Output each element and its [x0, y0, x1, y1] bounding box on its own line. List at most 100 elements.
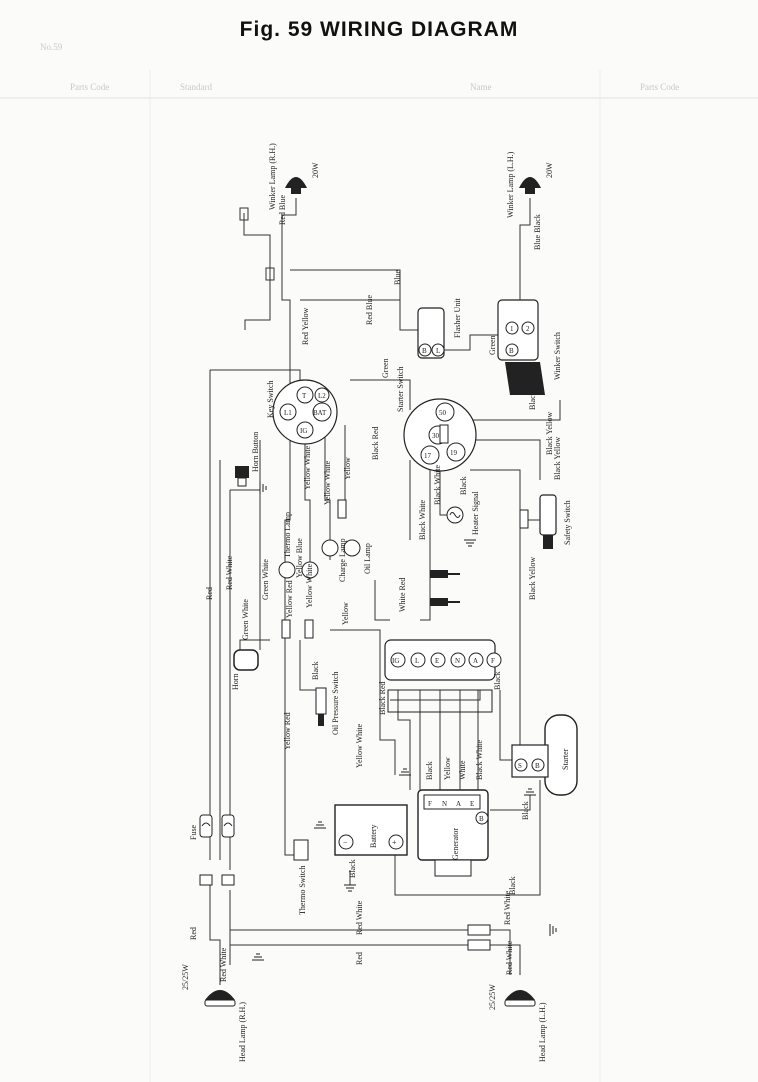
wire-label: Black White: [418, 499, 427, 540]
connector-pin-n: N: [455, 657, 460, 665]
starter-switch-label: Starter Switch: [396, 366, 405, 412]
key-terminal-l2: L2: [318, 392, 326, 400]
wire-label: Green White: [241, 599, 250, 640]
wire-label: Yellow Red: [283, 712, 292, 750]
ghost-col-parts-code-2: Parts Code: [640, 82, 679, 92]
battery-label: Battery: [369, 824, 378, 848]
ground-symbols: [252, 482, 557, 961]
indicator-lamps: Thermo Lamp Charge Lamp Oil Lamp: [278, 512, 372, 582]
wire-label: Black: [521, 801, 530, 820]
winker-lamp-rh-watt: 20W: [311, 162, 320, 178]
wire-label: Red White: [355, 900, 364, 935]
main-connector: IG L E N A F: [384, 639, 502, 681]
starter-terminal-19: 19: [450, 449, 458, 457]
key-terminal-bat: BAT: [313, 409, 327, 417]
winker-lamp-rh-label: Winker Lamp (R.H.): [268, 143, 277, 210]
connector-pin-ig: IG: [392, 657, 399, 665]
gen-pin-e: E: [470, 800, 474, 808]
key-terminal-ig: IG: [300, 427, 307, 435]
wire-harness: [209, 198, 561, 985]
wire-label: Black Yellow: [545, 412, 554, 455]
wire-label: Blue Black: [533, 214, 542, 250]
ghost-page-number: No.59: [40, 42, 63, 52]
inline-connectors: [199, 424, 529, 951]
oil-pressure-switch: Oil Pressure Switch: [315, 671, 340, 735]
key-terminal-t: T: [302, 392, 307, 400]
wire-label: Red White: [505, 940, 514, 975]
head-lamp-rh-label: Head Lamp (R.H.): [238, 1002, 247, 1062]
ghost-col-standard: Standard: [180, 82, 212, 92]
wire-label: Black Red: [378, 681, 387, 715]
wire-label: Black: [425, 761, 434, 780]
wire-label: Black: [493, 671, 502, 690]
winker-lamp-lh: Winker Lamp (L.H.) 20W: [506, 151, 554, 218]
gen-pin-n: N: [442, 800, 447, 808]
winker-terminal-b: B: [509, 347, 514, 355]
wire-label: Blue: [393, 269, 402, 285]
connector-pin-f: F: [491, 657, 495, 665]
flasher-terminal-b: B: [422, 347, 427, 355]
winker-switch: 1 2 B Winker Switch: [497, 299, 562, 395]
battery-terminal-plus: +: [392, 838, 397, 847]
wire-label: Black Yellow: [553, 437, 562, 480]
wire-label: Yellow White: [305, 563, 314, 608]
wire-label: Yellow Red: [285, 580, 294, 618]
wire-label: Red Blue: [365, 295, 374, 325]
horn-button: Horn Button: [235, 432, 260, 487]
wire-label: Red: [355, 952, 364, 965]
horn-button-label: Horn Button: [251, 432, 260, 472]
wire-label: Red Blue: [278, 195, 287, 225]
wire-label: Red White: [503, 890, 512, 925]
oil-lamp-label: Oil Lamp: [363, 543, 372, 574]
ghost-col-parts-code: Parts Code: [70, 82, 109, 92]
winker-terminal-1: 1: [510, 325, 514, 333]
head-lamp-lh-label: Head Lamp (L.H.): [538, 1002, 547, 1062]
starter-terminal-30: 30: [432, 432, 440, 440]
starter-terminal-b: B: [535, 762, 540, 770]
charge-lamp-label: Charge Lamp: [338, 538, 347, 582]
winker-switch-label: Winker Switch: [553, 332, 562, 380]
connector-pin-e: E: [435, 657, 439, 665]
key-switch: T L1 BAT IG L2 Key Switch: [266, 379, 338, 445]
connector-pin-l: L: [415, 657, 419, 665]
key-terminal-l1: L1: [284, 409, 292, 417]
starter-motor: S B Starter: [511, 714, 578, 796]
horn: Horn: [231, 649, 259, 690]
wire-label: Green: [381, 358, 390, 378]
generator: F N A E B Generator: [417, 789, 489, 877]
wire-label: Black White: [433, 464, 442, 505]
wire-label: Black Yellow: [528, 367, 537, 410]
battery: − + Battery: [334, 804, 408, 856]
winker-lamp-lh-label: Winker Lamp (L.H.): [506, 151, 515, 218]
heater-signal-label: Heater Signal: [471, 490, 480, 535]
starter-terminal-50: 50: [439, 409, 447, 417]
heater-signal: Heater Signal: [446, 490, 480, 535]
fuse: Fuse: [189, 814, 235, 840]
thermo-lamp-label: Thermo Lamp: [283, 512, 292, 558]
connector-rh-winker: [239, 207, 275, 281]
thermo-switch-label: Thermo Switch: [298, 865, 307, 915]
wire-label: Black: [348, 859, 357, 878]
wire-label: Green: [488, 335, 497, 355]
connector-pin-a: A: [473, 657, 478, 665]
wire-label: Red: [205, 587, 214, 600]
horn-label: Horn: [231, 674, 240, 690]
winker-terminal-2: 2: [526, 325, 530, 333]
wire-label: Red White: [225, 555, 234, 590]
head-lamp-rh-watt: 25/25W: [181, 964, 190, 990]
starter-terminal-s: S: [518, 762, 522, 770]
gen-pin-f: F: [428, 800, 432, 808]
ghost-col-name: Name: [470, 82, 492, 92]
flasher-unit-label: Flasher Unit: [453, 297, 462, 338]
thermo-switch: Thermo Switch: [293, 839, 309, 915]
wire-label: Black Red: [371, 426, 380, 460]
wire-label: Red: [189, 927, 198, 940]
wire-label: Yellow: [341, 602, 350, 625]
winker-lamp-lh-watt: 20W: [545, 162, 554, 178]
wire-color-labels: Red Blue Blue Blue Black Red Yellow Red …: [189, 195, 562, 982]
key-switch-label: Key Switch: [266, 380, 275, 418]
head-lamp-rh: Head Lamp (R.H.) 25/25W: [181, 964, 247, 1062]
safety-switch: Safety Switch: [539, 494, 572, 549]
wire-label: Black Yellow: [528, 557, 537, 600]
